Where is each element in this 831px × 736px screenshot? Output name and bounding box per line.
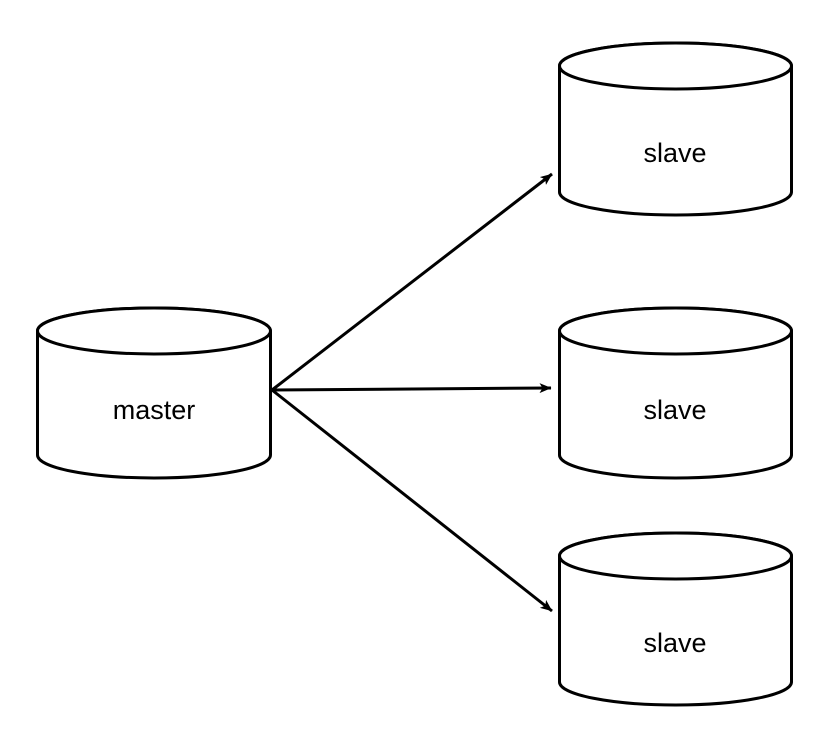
edge-line-master-slave-3[interactable] — [271, 388, 553, 613]
node-slave-top[interactable]: slave — [558, 41, 793, 217]
slave-1-cylinder-top-rim — [558, 41, 793, 91]
edge-line-master-slave-1[interactable] — [271, 172, 553, 392]
slave-3-cylinder-top-rim — [558, 531, 793, 581]
edge-master-to-slave-bottom[interactable] — [271, 388, 553, 613]
slave-2-cylinder-top-rim — [558, 306, 793, 356]
edge-master-to-slave-top[interactable] — [271, 172, 553, 392]
master-node-label: master — [113, 395, 196, 425]
node-master[interactable]: master — [36, 306, 272, 480]
master-cylinder-top-rim — [36, 306, 272, 356]
node-slave-middle[interactable]: slave — [558, 306, 793, 480]
slave-3-node-label: slave — [643, 628, 706, 658]
slave-1-node-label: slave — [643, 138, 706, 168]
edge-line-master-slave-2[interactable] — [271, 383, 552, 394]
slave-2-node-label: slave — [643, 395, 706, 425]
edge-master-to-slave-middle[interactable] — [271, 383, 552, 394]
edges-layer — [271, 172, 553, 613]
node-slave-bottom[interactable]: slave — [558, 531, 793, 707]
